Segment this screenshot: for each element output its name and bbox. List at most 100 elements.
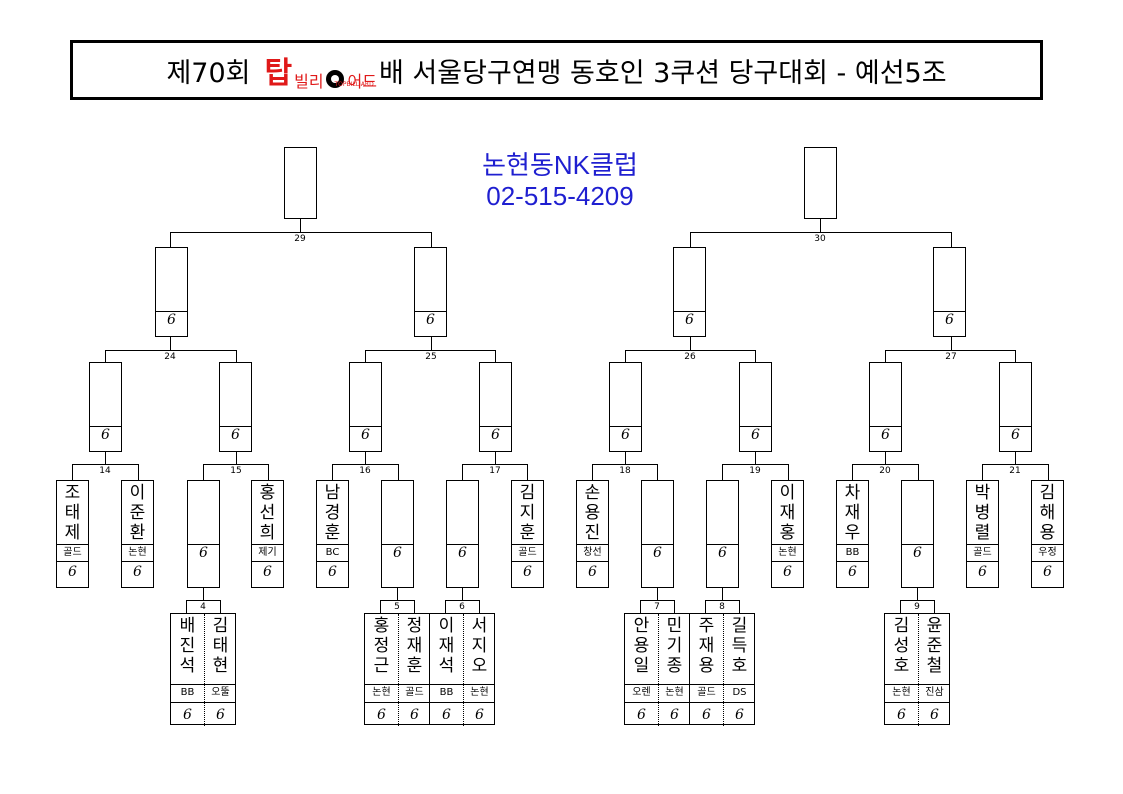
bracket-line	[1048, 464, 1049, 480]
bracket-line	[755, 350, 756, 362]
slot-divider	[350, 426, 381, 427]
match-number: 16	[359, 466, 371, 476]
score-mark: 6	[133, 564, 142, 580]
quarter-slot: 6	[349, 362, 382, 452]
bracket-line	[657, 464, 658, 480]
score-mark: 6	[101, 427, 110, 443]
score-mark: 6	[263, 564, 272, 580]
pair-divider	[204, 614, 205, 726]
slot-divider	[1032, 544, 1063, 545]
slot-divider	[90, 426, 121, 427]
quarter-slot: 6	[479, 362, 512, 452]
score-mark: 6	[637, 707, 646, 723]
slot-divider	[188, 544, 219, 545]
bracket-line	[934, 600, 935, 613]
title-suffix: 배 서울당구연맹 동호인 3쿠션 당구대회 - 예선5조	[379, 57, 947, 89]
bracket-line	[462, 464, 463, 480]
bracket-line	[332, 464, 333, 480]
bracket-line	[170, 337, 171, 350]
score-mark: 6	[881, 427, 890, 443]
slot-divider	[934, 311, 965, 312]
match-number: 26	[684, 352, 696, 362]
player-club: 골드	[63, 547, 82, 558]
quarter-slot: 6	[219, 362, 252, 452]
bracket-line	[170, 232, 431, 233]
bracket-line	[186, 600, 187, 613]
slot-divider	[447, 544, 478, 545]
pair-divider	[723, 614, 724, 726]
bracket-line	[625, 350, 755, 351]
slot-divider	[512, 561, 543, 562]
score-mark: 6	[167, 312, 176, 328]
slot-divider	[171, 702, 235, 703]
score-mark: 6	[199, 545, 208, 561]
bracket-line	[268, 464, 269, 480]
logo-big-text: 탑	[264, 56, 293, 91]
score-mark: 6	[653, 545, 662, 561]
bracket-line	[236, 350, 237, 362]
semi-slot: 6	[414, 247, 447, 337]
logo-small-text: 빌리	[294, 72, 324, 91]
slot-divider	[885, 684, 949, 685]
bracket-line	[705, 600, 739, 601]
bracket-line	[445, 600, 479, 601]
venue-name: 논현동NK클럽	[482, 150, 638, 180]
score-mark: 6	[523, 564, 532, 580]
bracket-line	[445, 600, 446, 613]
final-slot	[284, 147, 317, 219]
bracket-line	[900, 600, 901, 613]
bracket-line	[138, 464, 139, 480]
player-club: 논현	[892, 687, 911, 698]
bracket-line	[852, 464, 853, 480]
slot-divider	[57, 561, 88, 562]
bracket-line	[398, 464, 399, 480]
player-club: BC	[325, 547, 340, 558]
match-number: 5	[394, 602, 400, 612]
score-mark: 6	[848, 564, 857, 580]
score-mark: 6	[361, 427, 370, 443]
score-mark: 6	[426, 312, 435, 328]
slot-divider	[870, 426, 901, 427]
slot-divider	[740, 426, 771, 427]
slot-divider	[252, 544, 283, 545]
slot-divider	[577, 544, 608, 545]
eight-ball-icon	[325, 70, 344, 88]
bracket-line	[592, 464, 657, 465]
bracket-line	[431, 337, 432, 350]
slot-divider	[610, 426, 641, 427]
score-mark: 6	[945, 312, 954, 328]
slot-divider	[1032, 561, 1063, 562]
bracket-line	[788, 464, 789, 480]
match-number: 30	[814, 234, 826, 244]
slot-divider	[365, 702, 429, 703]
bracket-line	[203, 464, 268, 465]
bracket-line	[722, 464, 788, 465]
slot-divider	[122, 561, 153, 562]
quarter-slot: 6	[609, 362, 642, 452]
bracket-line	[332, 464, 398, 465]
slot-divider	[512, 544, 543, 545]
bracket-line	[203, 464, 204, 480]
bracket-line	[625, 452, 626, 464]
bracket-line	[380, 600, 381, 613]
bracket-line	[657, 588, 658, 600]
bracket-line	[170, 232, 171, 247]
quarter-slot: 6	[999, 362, 1032, 452]
player-club: 논현	[778, 547, 797, 558]
bracket-line	[462, 464, 527, 465]
slot-divider	[967, 561, 998, 562]
